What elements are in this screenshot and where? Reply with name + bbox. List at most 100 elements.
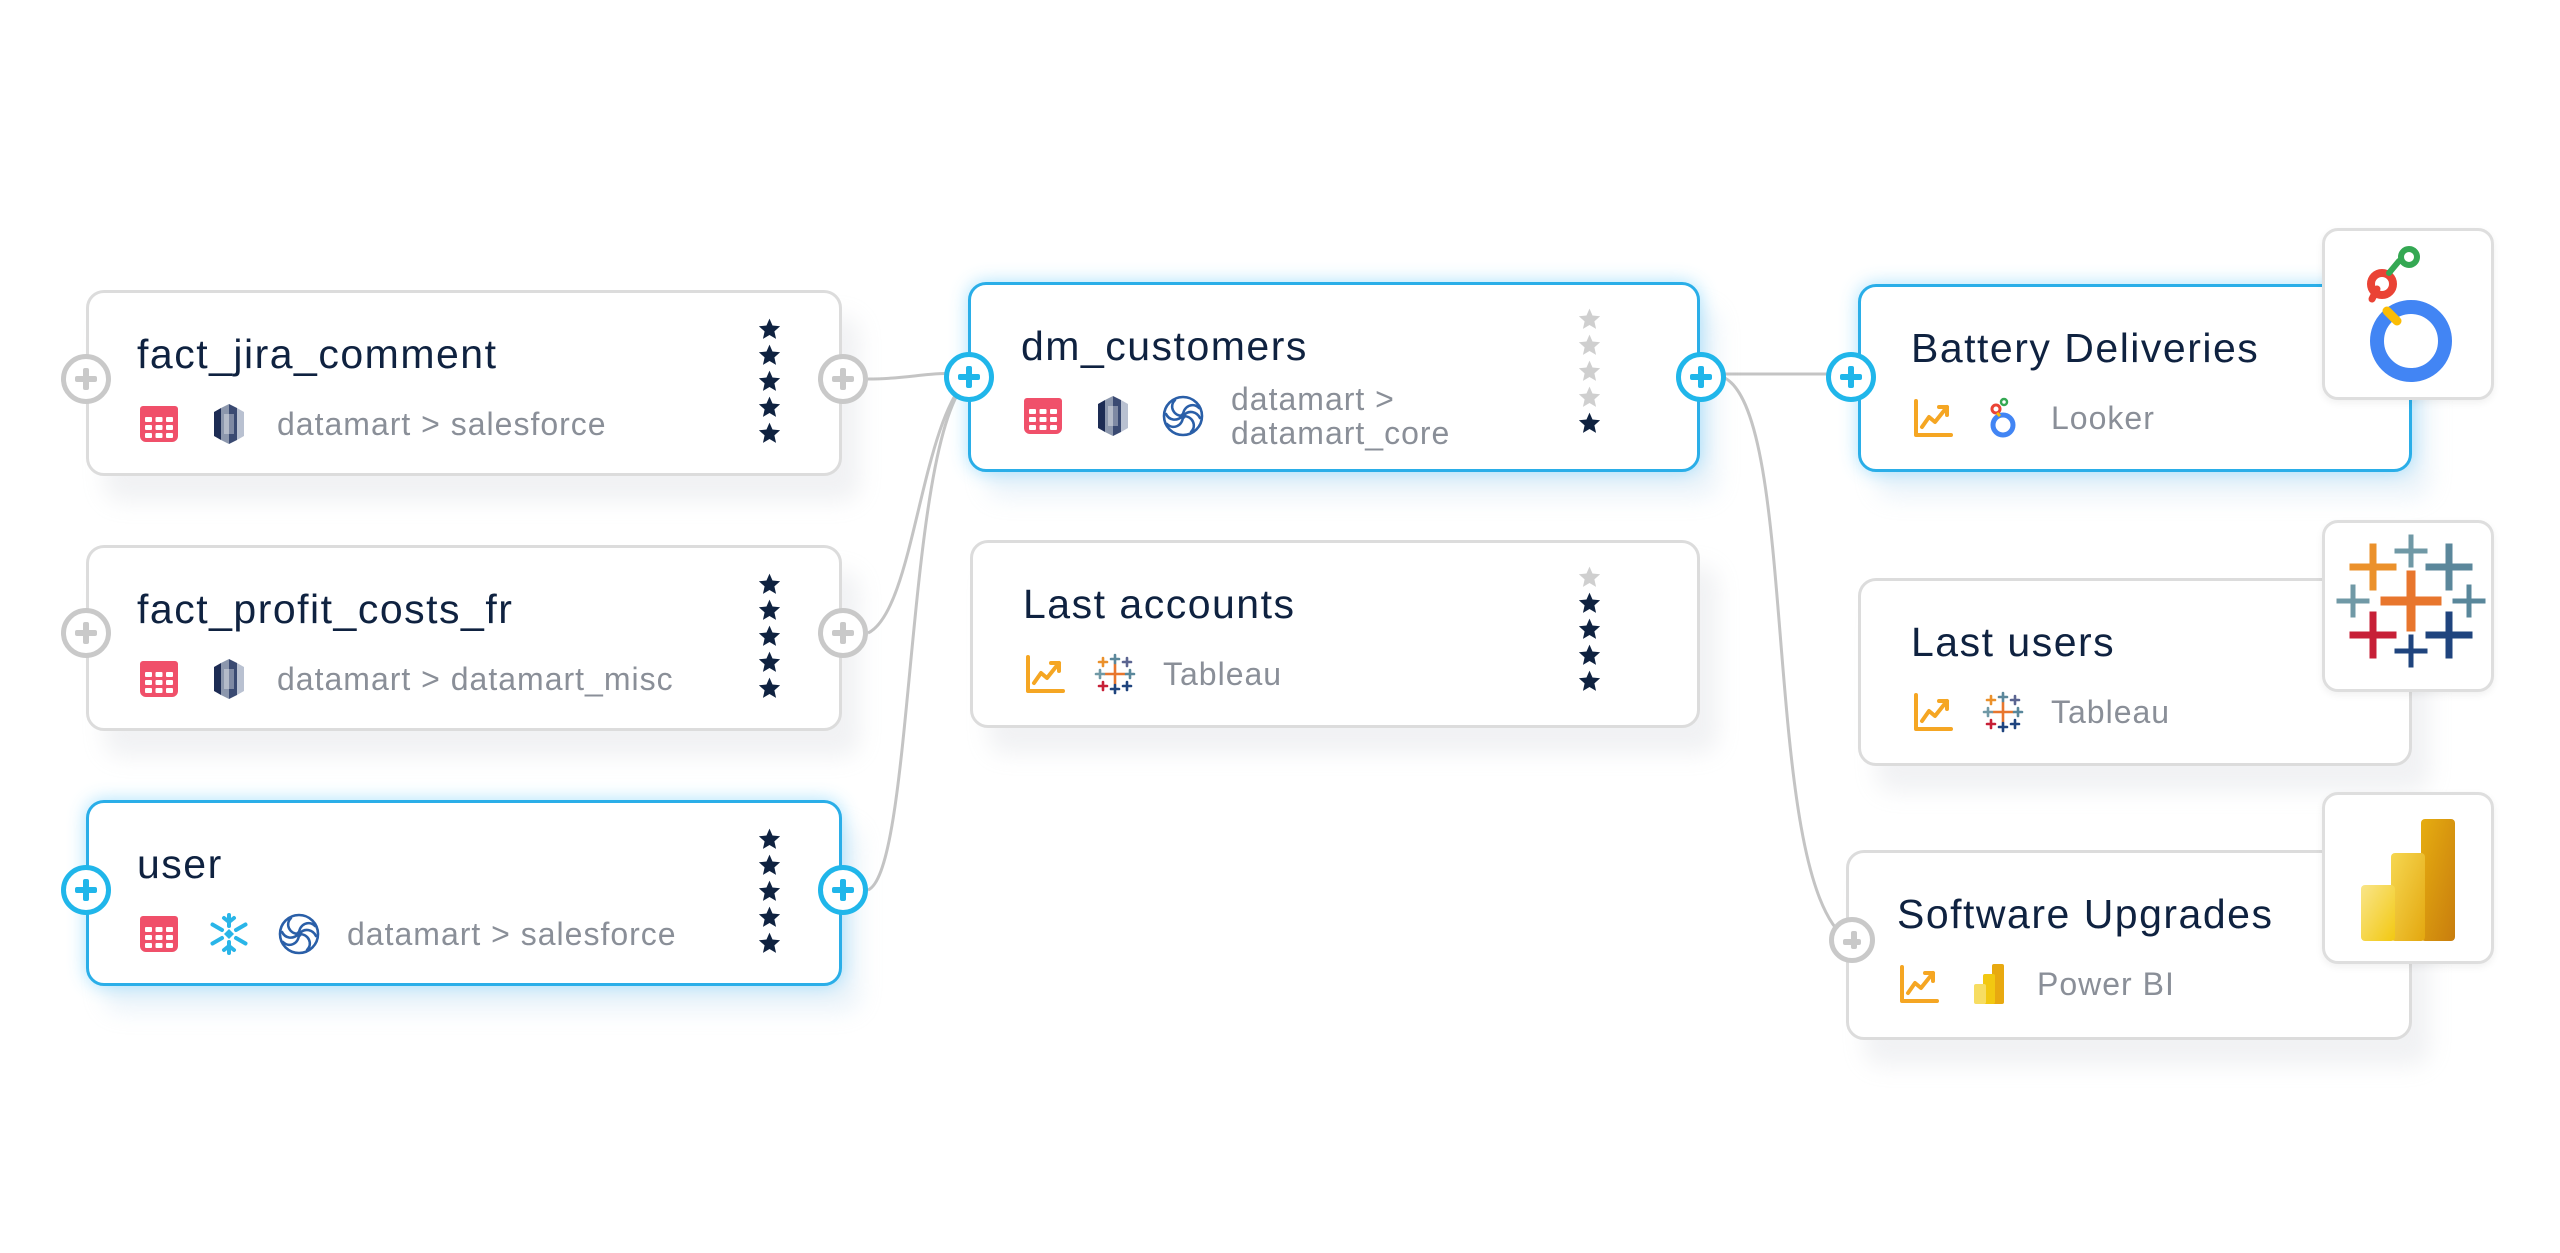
tableau-icon bbox=[1981, 690, 2025, 734]
node-title: dm_customers bbox=[1021, 323, 1308, 369]
redshift-icon bbox=[1091, 394, 1135, 438]
node-fact-profit-costs-fr[interactable]: fact_profit_costs_fr datamart > datamart… bbox=[86, 545, 842, 731]
edge-fact-profit-costs-to-dm-customers bbox=[867, 374, 971, 635]
node-tool: Tableau bbox=[2051, 694, 2171, 730]
node-dm-customers[interactable]: dm_customers datamart > datamart_core bbox=[968, 282, 1700, 472]
powerbi-icon bbox=[1967, 962, 2011, 1006]
star-filled-icon bbox=[757, 650, 782, 675]
star-filled-icon bbox=[1577, 669, 1602, 694]
star-empty-icon bbox=[1577, 307, 1602, 332]
table-icon bbox=[137, 402, 181, 446]
node-meta: Tableau bbox=[1911, 689, 2170, 735]
node-fact-jira-comment[interactable]: fact_jira_comment datamart > salesforce bbox=[86, 290, 842, 476]
node-title: fact_jira_comment bbox=[137, 331, 498, 377]
star-filled-icon bbox=[757, 317, 782, 342]
node-meta: Tableau bbox=[1023, 651, 1282, 697]
edge-user-to-dm-customers bbox=[867, 376, 971, 892]
node-meta: datamart > datamart_core bbox=[1021, 382, 1450, 450]
star-filled-icon bbox=[757, 931, 782, 956]
star-filled-icon bbox=[1577, 643, 1602, 668]
redshift-icon bbox=[207, 402, 251, 446]
rating-stars bbox=[1577, 565, 1603, 694]
table-icon bbox=[1021, 394, 1065, 438]
table-icon bbox=[137, 657, 181, 701]
star-filled-icon bbox=[1577, 411, 1602, 436]
node-software-upgrades[interactable]: Software Upgrades Power BI bbox=[1846, 850, 2412, 1040]
rating-stars bbox=[1577, 307, 1603, 436]
star-filled-icon bbox=[757, 572, 782, 597]
table-icon bbox=[137, 912, 181, 956]
star-filled-icon bbox=[757, 827, 782, 852]
powerbi-logo-card bbox=[2322, 792, 2494, 964]
star-filled-icon bbox=[757, 598, 782, 623]
node-title: Last accounts bbox=[1023, 581, 1296, 627]
star-empty-icon bbox=[1577, 359, 1602, 384]
looker-logo-card bbox=[2322, 228, 2494, 400]
star-filled-icon bbox=[757, 853, 782, 878]
node-meta: datamart > salesforce bbox=[137, 911, 677, 957]
node-path: datamart > datamart_core bbox=[1231, 382, 1450, 450]
node-path: datamart > datamart_misc bbox=[277, 661, 674, 697]
node-last-users[interactable]: Last users Tableau bbox=[1858, 578, 2412, 766]
dashboard-chart-icon bbox=[1023, 652, 1067, 696]
star-filled-icon bbox=[1577, 591, 1602, 616]
rating-stars bbox=[757, 572, 783, 701]
node-title: fact_profit_costs_fr bbox=[137, 586, 514, 632]
looker-swirl-icon bbox=[1161, 394, 1205, 438]
input-port-battery-deliveries[interactable] bbox=[1826, 352, 1876, 402]
output-port-dm-customers[interactable] bbox=[1676, 352, 1726, 402]
star-empty-icon bbox=[1577, 385, 1602, 410]
node-path: datamart > salesforce bbox=[277, 406, 607, 442]
star-filled-icon bbox=[1577, 617, 1602, 642]
node-title: user bbox=[137, 841, 223, 887]
rating-stars bbox=[757, 317, 783, 446]
star-filled-icon bbox=[757, 343, 782, 368]
looker-logo-icon bbox=[2367, 246, 2452, 382]
node-tool: Tableau bbox=[1163, 656, 1283, 692]
tableau-logo-icon bbox=[2336, 534, 2486, 668]
node-tool: Power BI bbox=[2037, 966, 2175, 1002]
node-title: Software Upgrades bbox=[1897, 891, 2274, 937]
input-port-user[interactable] bbox=[61, 865, 111, 915]
node-battery-deliveries[interactable]: Battery Deliveries Looker bbox=[1858, 284, 2412, 472]
node-meta: datamart > datamart_misc bbox=[137, 656, 674, 702]
node-meta: Looker bbox=[1911, 395, 2155, 441]
star-filled-icon bbox=[757, 676, 782, 701]
input-port-software-upgrades[interactable] bbox=[1829, 917, 1875, 963]
powerbi-logo-icon bbox=[2361, 819, 2455, 941]
node-path-line-1: datamart > bbox=[1231, 381, 1395, 417]
input-port-fact-jira-comment[interactable] bbox=[61, 354, 111, 404]
node-meta: Power BI bbox=[1897, 961, 2175, 1007]
node-last-accounts[interactable]: Last accounts Tableau bbox=[970, 540, 1700, 728]
star-filled-icon bbox=[757, 624, 782, 649]
output-port-user[interactable] bbox=[818, 865, 868, 915]
input-port-fact-profit-costs-fr[interactable] bbox=[61, 608, 111, 658]
output-port-fact-jira-comment[interactable] bbox=[818, 354, 868, 404]
looker-icon bbox=[1981, 396, 2025, 440]
star-empty-icon bbox=[1577, 333, 1602, 358]
dashboard-chart-icon bbox=[1897, 962, 1941, 1006]
node-meta: datamart > salesforce bbox=[137, 401, 607, 447]
output-port-fact-profit-costs-fr[interactable] bbox=[818, 608, 868, 658]
snowflake-icon bbox=[207, 912, 251, 956]
edge-dm-customers-to-software-upgrades bbox=[1724, 376, 1849, 942]
star-filled-icon bbox=[757, 421, 782, 446]
node-path: datamart > salesforce bbox=[347, 916, 677, 952]
star-empty-icon bbox=[1577, 565, 1602, 590]
node-path-line-2: datamart_core bbox=[1231, 415, 1451, 451]
rating-stars bbox=[757, 827, 783, 956]
dashboard-chart-icon bbox=[1911, 690, 1955, 734]
tableau-logo-card bbox=[2322, 520, 2494, 692]
looker-swirl-icon bbox=[277, 912, 321, 956]
node-tool: Looker bbox=[2051, 400, 2155, 436]
dashboard-chart-icon bbox=[1911, 396, 1955, 440]
star-filled-icon bbox=[757, 395, 782, 420]
node-title: Last users bbox=[1911, 619, 2116, 665]
node-user[interactable]: user datamart > salesforce bbox=[86, 800, 842, 986]
node-title: Battery Deliveries bbox=[1911, 325, 2260, 371]
star-filled-icon bbox=[757, 905, 782, 930]
tableau-icon bbox=[1093, 652, 1137, 696]
star-filled-icon bbox=[757, 369, 782, 394]
input-port-dm-customers[interactable] bbox=[944, 352, 994, 402]
star-filled-icon bbox=[757, 879, 782, 904]
